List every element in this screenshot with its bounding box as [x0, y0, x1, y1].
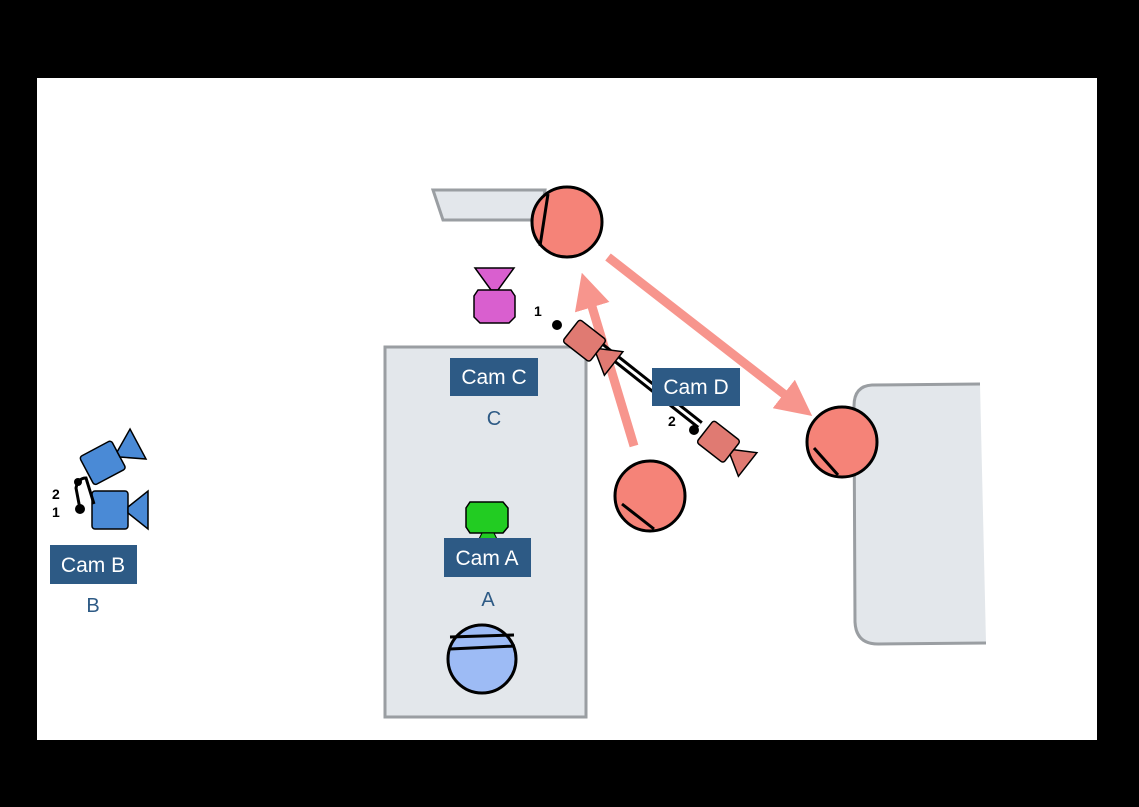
- cam-b-icon-start[interactable]: [91, 489, 149, 531]
- actor-red-right: [805, 405, 879, 479]
- cam-d-end-label: 2: [668, 413, 676, 429]
- cam-c-position: C: [487, 408, 501, 430]
- cam-b-label: Cam B: [61, 554, 125, 577]
- cam-b-icon-end[interactable]: [79, 427, 148, 486]
- cam-b-start-marker: [75, 504, 85, 514]
- cam-b-start-label: 1: [52, 504, 60, 520]
- cam-b-end-label: 2: [52, 486, 60, 502]
- set-piece-right: [852, 382, 987, 646]
- actor-move-arrow-diagonal: [605, 253, 813, 417]
- actor-blue: [446, 623, 518, 695]
- cam-b-label-box: [50, 545, 137, 584]
- cam-d-start-label: 1: [534, 303, 542, 319]
- cam-b-end-marker: [74, 478, 82, 486]
- actor-red-top: [530, 185, 604, 259]
- cam-d-label-box: [652, 368, 740, 406]
- cam-c-label-box: [450, 358, 538, 396]
- cam-d-icon-end[interactable]: [696, 419, 759, 478]
- cam-d-end-marker: [689, 425, 699, 435]
- cam-c-label: Cam C: [461, 366, 526, 389]
- cam-c-icon[interactable]: [473, 267, 516, 324]
- set-piece-top: [430, 188, 547, 222]
- cam-d-icon-start[interactable]: [562, 318, 625, 377]
- actor-red-bottom: [613, 459, 687, 533]
- cam-a-position: A: [481, 589, 495, 611]
- cam-a-label-box: [444, 538, 531, 577]
- cam-a-label: Cam A: [455, 547, 518, 570]
- cam-d-label: Cam D: [663, 376, 728, 399]
- cam-d-start-marker: [552, 320, 562, 330]
- cam-b-position: B: [86, 595, 99, 617]
